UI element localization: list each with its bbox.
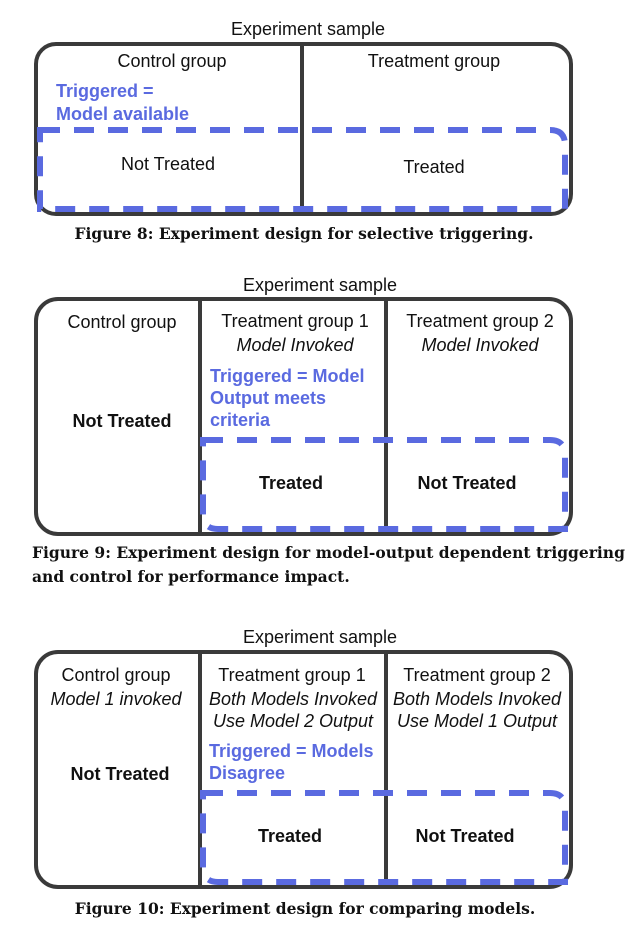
fig10-control-sub: Model 1 invoked xyxy=(50,689,182,709)
fig8-control-label: Control group xyxy=(117,51,227,71)
fig8-not-treated: Not Treated xyxy=(120,154,216,174)
fig8-treated: Treated xyxy=(403,157,465,177)
fig10-sample-box xyxy=(34,650,573,889)
fig10-t2-sub1: Both Models Invoked xyxy=(392,689,562,709)
fig10-t2-label: Treatment group 2 xyxy=(403,665,551,685)
fig9-treated: Treated xyxy=(258,473,324,493)
fig10-treated: Treated xyxy=(257,826,323,846)
fig8-trigger-region xyxy=(37,127,568,212)
fig10-trigger-line2: Disagree xyxy=(209,763,286,783)
fig8-sample-label: Experiment sample xyxy=(230,19,386,39)
fig9-trigger-line2: Output meets xyxy=(210,388,327,408)
fig9-t2-sub: Model Invoked xyxy=(421,335,539,355)
fig9-sample-label: Experiment sample xyxy=(242,275,398,295)
fig9-caption-line2: and control for performance impact. xyxy=(32,567,350,586)
fig9-sample-box xyxy=(34,297,573,536)
fig8-treatment-label: Treatment group xyxy=(367,51,501,71)
fig10-control-label: Control group xyxy=(61,665,171,685)
fig10-trigger-region xyxy=(200,790,568,885)
fig8-trigger-line2: Model available xyxy=(56,104,190,124)
fig9-t1-sub: Model Invoked xyxy=(236,335,354,355)
fig9-control-status: Not Treated xyxy=(72,411,172,431)
fig10-caption: Figure 10: Experiment design for compari… xyxy=(74,899,536,918)
fig10-not-treated: Not Treated xyxy=(415,826,515,846)
fig10-t1-sub2: Use Model 2 Output xyxy=(212,711,374,731)
fig8-caption: Figure 8: Experiment design for selectiv… xyxy=(74,224,534,243)
fig8-trigger-line1: Triggered = xyxy=(56,81,154,101)
fig9-t1-label: Treatment group 1 xyxy=(221,311,369,331)
fig9-trigger-line3: criteria xyxy=(210,410,271,430)
fig10-t2-sub2: Use Model 1 Output xyxy=(396,711,558,731)
fig9-not-treated: Not Treated xyxy=(417,473,517,493)
fig9-control-label: Control group xyxy=(67,312,177,332)
fig9-trigger-region xyxy=(200,437,568,532)
fig9-trigger-line1: Triggered = Model xyxy=(210,366,365,386)
fig9-caption-line1: Figure 9: Experiment design for model-ou… xyxy=(32,543,625,562)
fig10-control-status: Not Treated xyxy=(70,764,170,784)
fig10-trigger-line1: Triggered = Models xyxy=(209,741,374,761)
fig10-t1-sub1: Both Models Invoked xyxy=(208,689,378,709)
fig10-sample-label: Experiment sample xyxy=(242,627,398,647)
fig9-t2-label: Treatment group 2 xyxy=(406,311,554,331)
fig10-t1-label: Treatment group 1 xyxy=(218,665,366,685)
